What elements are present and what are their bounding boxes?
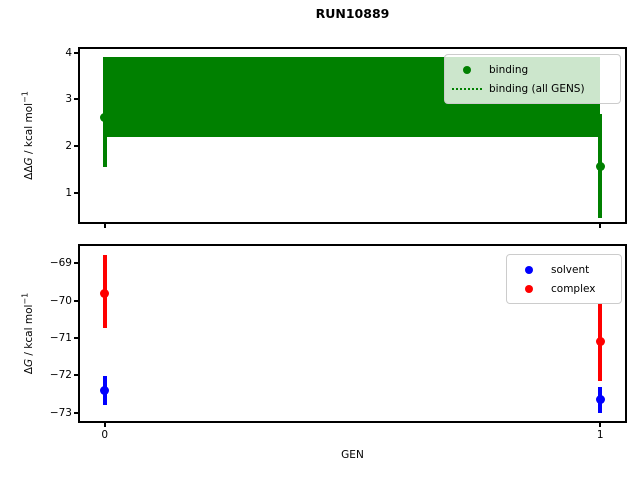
binding-errorbar [102,57,107,167]
binding-point [100,112,110,122]
y-tick-mark [74,374,78,377]
complex-point [595,337,605,347]
y-tick-label: −69 [49,257,72,270]
complex-point [100,288,110,298]
x-tick-mark [599,224,602,228]
x-tick-mark [103,423,106,427]
y-tick-mark [74,51,78,54]
y-tick-mark [74,411,78,414]
y-tick-label: 4 [65,46,72,59]
y-tick-label: 2 [65,140,72,153]
top-legend: binding binding (all GENS) [444,54,621,104]
y-tick-label: −70 [49,294,72,307]
x-tick-mark [103,224,106,228]
y-tick-label: −73 [49,406,72,419]
legend-item-solvent: solvent [513,260,612,279]
legend-item-complex: complex [513,279,612,298]
legend-label: binding (all GENS) [489,82,585,95]
x-tick-label: 0 [101,429,109,441]
complex-marker-icon [513,284,545,293]
legend-label: complex [551,282,596,295]
dotted-line-icon [451,87,483,90]
x-tick-label: 1 [596,429,604,441]
solvent-point [595,395,605,405]
bottom-axes: solvent complex −69 −70 −71 −72 −73 0 1 [50,244,627,441]
x-tick-mark [599,423,602,427]
legend-label: solvent [551,263,590,276]
binding-point [595,161,605,171]
legend-label: binding [489,63,529,76]
bottom-y-axis-label: ΔG / kcal mol−1 [20,292,36,375]
y-tick-label: 1 [65,187,72,199]
figure-title: RUN10889 [315,6,390,21]
y-tick-mark [74,299,78,302]
top-axes: binding binding (all GENS) 1 2 3 4 [65,47,627,228]
y-tick-label: −72 [49,369,72,382]
x-axis-label: GEN [341,449,364,461]
y-tick-mark [74,192,78,194]
y-tick-mark [74,336,78,339]
y-tick-label: −71 [49,331,72,344]
binding-marker-icon [451,65,483,74]
solvent-marker-icon [513,265,545,274]
y-tick-label: 3 [65,93,72,106]
y-tick-mark [74,98,78,101]
y-tick-mark [74,262,78,265]
solvent-point [100,385,110,395]
legend-item-binding: binding [451,60,611,79]
legend-item-binding-all-gens: binding (all GENS) [451,79,611,98]
bottom-legend: solvent complex [506,254,622,304]
y-tick-mark [74,145,78,148]
top-y-axis-label: ΔΔG / kcal mol−1 [20,91,36,180]
